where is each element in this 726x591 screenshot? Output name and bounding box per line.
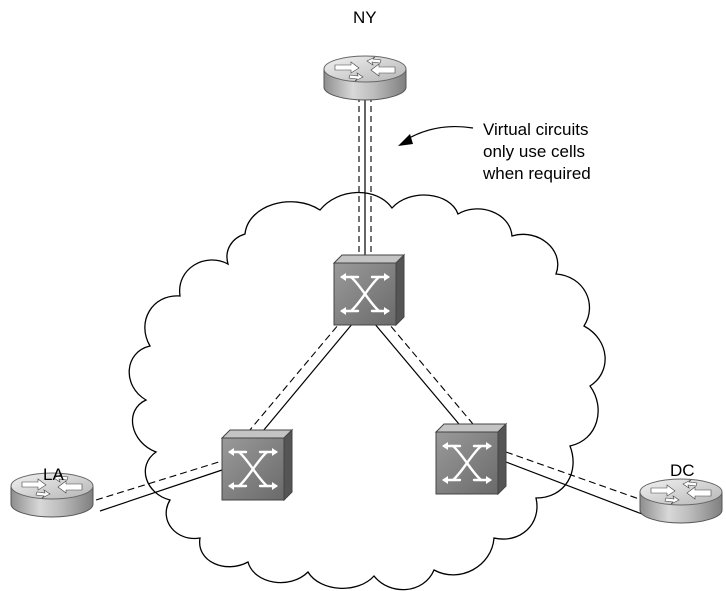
annotation-line: when required bbox=[483, 164, 591, 183]
link-ny-central bbox=[358, 96, 372, 258]
link-la-left bbox=[95, 460, 223, 512]
atm-switch-central-icon bbox=[332, 253, 406, 327]
router-ny-icon bbox=[323, 55, 407, 101]
annotation-line: Virtual circuits bbox=[483, 120, 589, 139]
router-la-label: LA bbox=[43, 465, 64, 484]
annotation-arrow bbox=[398, 125, 474, 146]
annotation-line: only use cells bbox=[483, 142, 586, 161]
link-central-left bbox=[243, 317, 354, 438]
router-dc-label: DC bbox=[670, 461, 695, 480]
router-dc-icon bbox=[639, 478, 723, 524]
link-right-dc bbox=[505, 451, 643, 515]
atm-switch-right-icon bbox=[434, 422, 508, 496]
atm-cloud bbox=[128, 191, 606, 591]
link-central-right bbox=[373, 317, 479, 431]
atm-switch-left-icon bbox=[220, 428, 294, 502]
router-ny-label: NY bbox=[353, 8, 377, 27]
virtual-circuit-annotation: Virtual circuits only use cells when req… bbox=[483, 119, 591, 185]
